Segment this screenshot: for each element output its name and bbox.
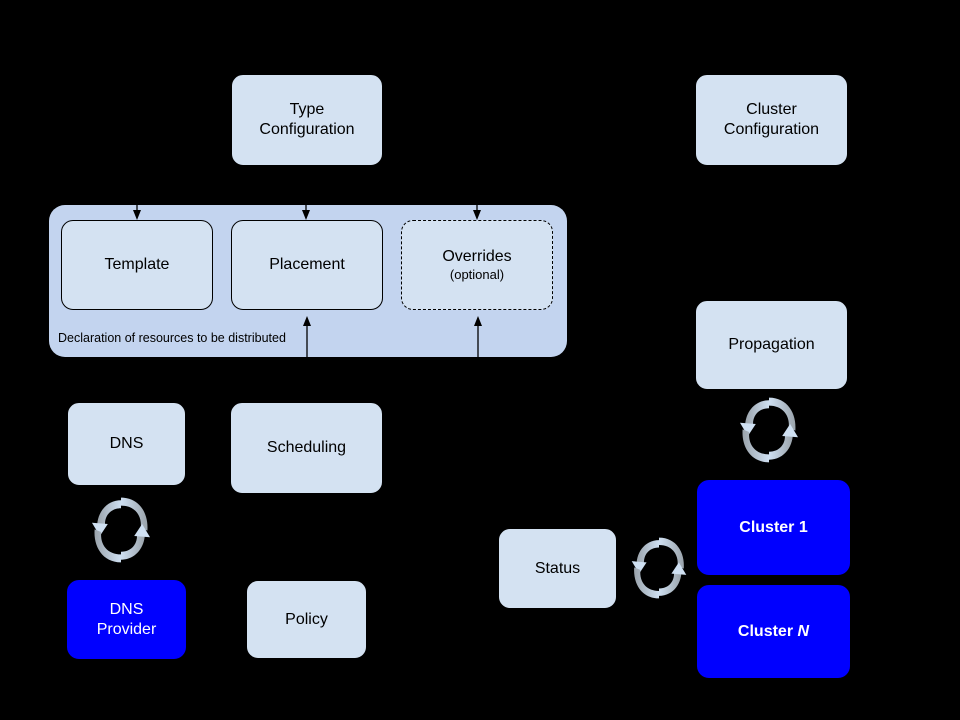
node-template-label: Template — [104, 256, 170, 273]
node-scheduling-label: Scheduling — [266, 439, 347, 456]
node-template[interactable]: Template — [61, 220, 213, 310]
sync-icon-propagation — [739, 397, 799, 463]
node-cluster-1[interactable]: Cluster 1 — [697, 480, 850, 575]
node-propagation[interactable]: Propagation — [695, 300, 848, 390]
node-type-configuration-label: Type — [289, 101, 325, 118]
node-overrides[interactable]: Overrides (optional) — [401, 220, 553, 310]
node-status[interactable]: Status — [498, 528, 617, 609]
node-dns-provider-label: DNS — [109, 600, 144, 618]
group-caption: Declaration of resources to be distribut… — [58, 331, 286, 345]
node-cluster-configuration[interactable]: Cluster Configuration — [695, 74, 848, 166]
sync-icon-status — [631, 537, 687, 599]
node-cluster-1-label: Cluster 1 — [739, 518, 808, 536]
node-policy-label: Policy — [285, 610, 328, 628]
node-type-configuration[interactable]: Type Configuration — [231, 74, 383, 166]
node-dns-provider[interactable]: DNS Provider — [67, 580, 186, 659]
node-cluster-n-label: Cluster — [737, 622, 798, 640]
node-status-label: Status — [534, 559, 581, 577]
node-cluster-configuration-label: Cluster — [746, 101, 797, 118]
node-placement[interactable]: Placement — [231, 220, 383, 310]
node-dns[interactable]: DNS — [67, 402, 186, 486]
node-placement-label: Placement — [269, 256, 345, 273]
node-policy[interactable]: Policy — [246, 580, 367, 659]
node-dns-provider-label2: Provider — [96, 620, 157, 638]
node-cluster-n[interactable]: Cluster N — [697, 585, 850, 678]
node-dns-label: DNS — [109, 435, 144, 452]
node-cluster-configuration-label2: Configuration — [723, 121, 820, 138]
node-propagation-label: Propagation — [728, 336, 815, 353]
node-cluster-n-index: N — [797, 622, 810, 640]
node-overrides-label: Overrides — [442, 247, 512, 265]
node-type-configuration-label2: Configuration — [259, 121, 355, 138]
node-scheduling[interactable]: Scheduling — [230, 402, 383, 494]
sync-icon-dns — [91, 497, 151, 563]
node-overrides-sublabel: (optional) — [449, 266, 505, 282]
